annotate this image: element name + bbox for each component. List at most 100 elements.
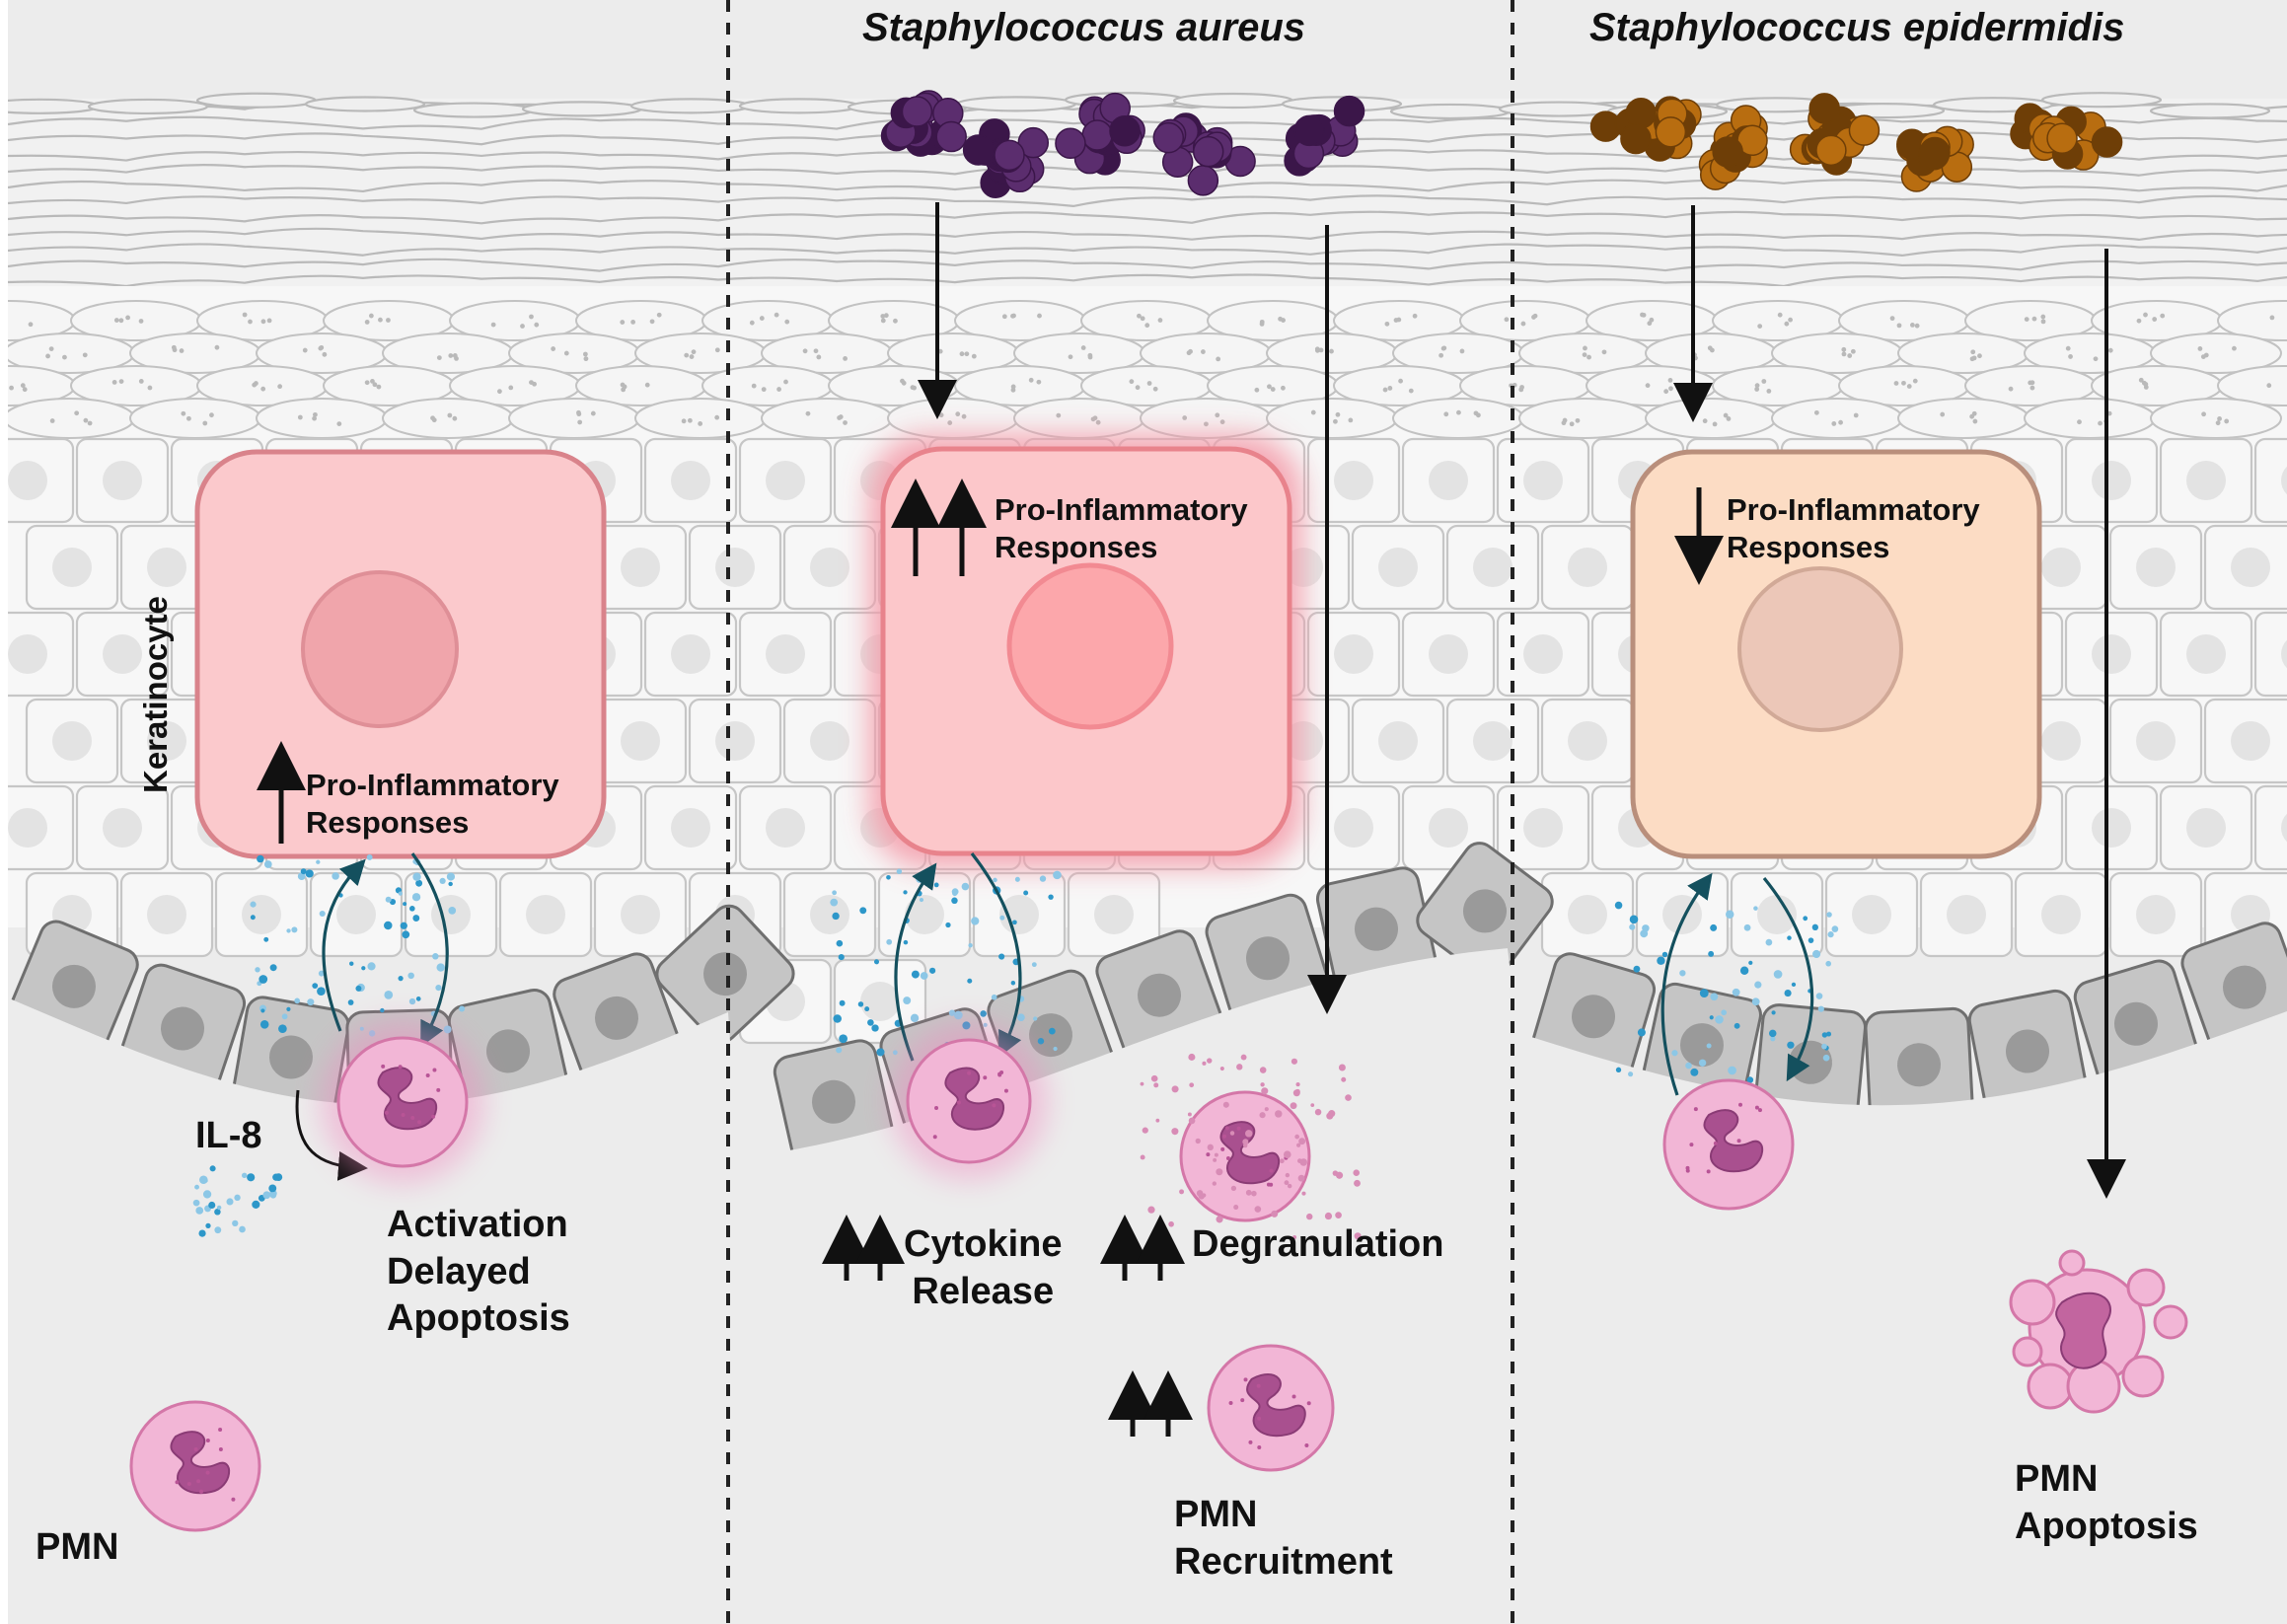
granule (490, 322, 496, 328)
spinous-nucleus (1473, 548, 1512, 587)
granule (1146, 381, 1152, 386)
cytokine-dot (1803, 916, 1808, 922)
granular-cell (2150, 332, 2282, 374)
cytokine-dot (226, 1198, 234, 1206)
granular-cell (2024, 398, 2156, 439)
granule (582, 351, 588, 357)
spinous-nucleus (1662, 895, 1702, 934)
cytokine-dot (446, 872, 456, 881)
granule (1912, 378, 1918, 384)
cytokine-dot (234, 1194, 241, 1202)
granule-debris (1291, 1058, 1298, 1065)
granule-debris (1294, 1134, 1299, 1140)
granule (1443, 411, 1449, 417)
spinous-nucleus (810, 895, 849, 934)
granule (1036, 379, 1042, 385)
spinous-nucleus (1947, 895, 1986, 934)
granule (1641, 312, 1647, 318)
granule (48, 346, 54, 352)
cytokine-dot (896, 868, 903, 874)
granule-debris (1341, 1076, 1347, 1082)
cytokine-dot (967, 978, 973, 984)
staph-epidermidis-clusters (1589, 93, 2123, 192)
teal-arrow-up-2 (894, 862, 937, 1062)
cytokine-dot (1661, 951, 1668, 958)
cytokine-dot (409, 906, 415, 912)
granule-debris (1195, 1138, 1201, 1144)
cytokine-dot (836, 939, 844, 947)
corneum-line (8, 149, 2287, 162)
granule-debris (1254, 1206, 1262, 1213)
spinous-nucleus (147, 895, 186, 934)
granule (2040, 314, 2046, 320)
granule-debris (1314, 1108, 1322, 1116)
granule-debris (1212, 1181, 1217, 1186)
granule (2232, 345, 2237, 351)
granule (2098, 420, 2103, 426)
granule (1182, 415, 1188, 420)
granule (209, 412, 214, 418)
granule (364, 320, 370, 325)
granule (2029, 385, 2035, 391)
cytokine-dot (402, 930, 410, 939)
corneum-cell (8, 98, 101, 114)
granule (1068, 354, 1073, 360)
granule (1838, 419, 1843, 425)
granule-debris (1233, 1204, 1239, 1211)
cytokine-dot (367, 962, 376, 971)
cytokine-dot (1706, 1043, 1712, 1049)
spinous-nucleus (103, 461, 142, 500)
granule-debris (1188, 1117, 1196, 1125)
granule-debris (1296, 1143, 1301, 1147)
granule-debris (1242, 1139, 1249, 1145)
cytokine-dot (1721, 1009, 1728, 1016)
granule (714, 414, 720, 420)
corneum-cell (1172, 92, 1294, 110)
granule-debris (1240, 1054, 1247, 1061)
cytokine-dot (255, 967, 260, 973)
corneum-line (8, 194, 2287, 208)
cytokine-dot (239, 1225, 246, 1233)
granule (2065, 345, 2071, 351)
granule (118, 379, 124, 385)
coccus (1055, 127, 1086, 160)
granular-cell (2217, 365, 2287, 406)
granule (1569, 421, 1575, 427)
cytokine-dot (903, 890, 908, 895)
granule-debris (1301, 1191, 1306, 1196)
granule (368, 313, 374, 319)
granule (761, 387, 767, 393)
granule-debris (1153, 1082, 1159, 1088)
granule (1348, 417, 1354, 423)
cytokine-dot (1708, 950, 1715, 957)
granule-debris (1230, 1185, 1237, 1191)
coccus (1655, 116, 1687, 148)
granule (1310, 409, 1316, 415)
cytokine-dot (332, 872, 339, 880)
cytokine-dot (1770, 1036, 1776, 1042)
granule (2040, 319, 2046, 325)
granule (1972, 418, 1978, 424)
keratinocyte-label: Keratinocyte (137, 596, 174, 793)
granule (1901, 380, 1906, 386)
cytokine-dot (1728, 1066, 1736, 1075)
granule (2029, 380, 2035, 386)
granule (1906, 384, 1912, 389)
title-epidermidis: Staphylococcus epidermidis (1589, 6, 2125, 49)
granule-debris (1242, 1143, 1248, 1148)
coccus (962, 134, 995, 166)
spinous-nucleus (1334, 461, 1373, 500)
granule (297, 414, 303, 420)
granular-cell (1266, 398, 1398, 439)
cytokine-dot (361, 966, 366, 971)
cytokine-dot (1768, 1029, 1777, 1038)
granular-cell (761, 398, 893, 439)
granule-debris (1292, 1089, 1300, 1097)
granule (749, 320, 755, 326)
neutrophil (321, 1020, 484, 1184)
granule-debris (1275, 1110, 1283, 1118)
cytokine-dot (830, 898, 839, 907)
granule (1254, 387, 1260, 393)
granule (1382, 387, 1388, 393)
